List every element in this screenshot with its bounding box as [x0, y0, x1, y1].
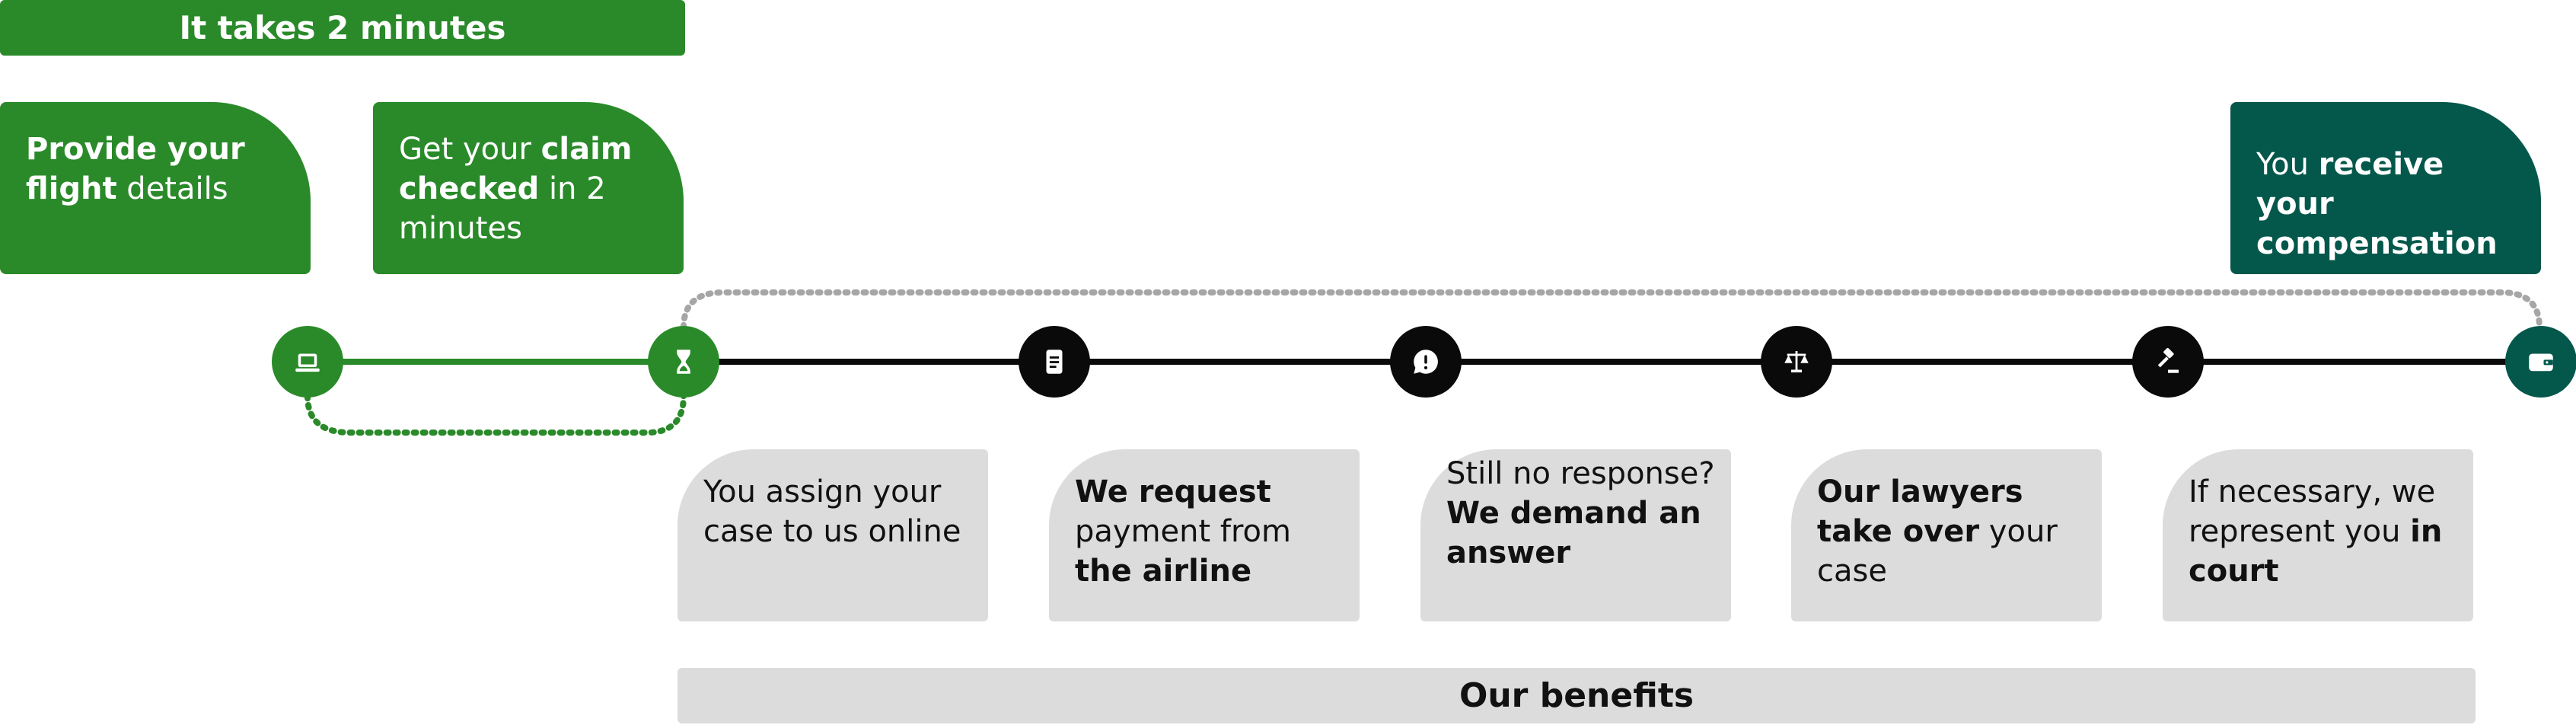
- chat-alert-icon: [1414, 350, 1438, 374]
- callout-text: Get your: [399, 132, 541, 167]
- step-box-court: If necessary, we represent you in court: [2163, 449, 2473, 621]
- box-text: You assign your case to us online: [703, 474, 961, 549]
- node-laptop: [272, 326, 343, 398]
- callout-bold: Provide your flight: [26, 132, 245, 206]
- node-scales: [1761, 326, 1832, 398]
- box-text: Still no response?: [1446, 456, 1715, 491]
- box-bold: the airline: [1075, 554, 1252, 589]
- box-text: payment from: [1075, 514, 1291, 549]
- box-bold: We request: [1075, 474, 1271, 509]
- callout-text: You: [2256, 147, 2319, 182]
- hourglass-icon: [677, 350, 690, 374]
- step-box-demand-answer: Still no response? We demand an answer: [1420, 449, 1731, 621]
- box-bold: Our lawyers take over: [1817, 474, 2023, 549]
- node-gavel: [2132, 326, 2204, 398]
- step-box-request-payment: We request payment from the airline: [1049, 449, 1360, 621]
- callout-bold: receive your compensation: [2256, 147, 2498, 261]
- box-text: If necessary, we represent you: [2189, 474, 2436, 549]
- green-dotted-loop: [304, 393, 687, 436]
- laptop-icon: [295, 353, 320, 372]
- duration-banner: It takes 2 minutes: [0, 0, 685, 56]
- step-callout-compensation: You receive your compensation: [2230, 102, 2541, 274]
- banner-text: It takes 2 minutes: [179, 9, 506, 46]
- document-icon: [1046, 350, 1063, 374]
- node-hourglass: [648, 326, 719, 398]
- node-wallet: [2505, 326, 2576, 398]
- node-chat-alert: [1390, 326, 1462, 398]
- callout-text: in 2 minutes: [399, 171, 606, 246]
- scales-icon: [1784, 351, 1809, 372]
- benefits-label: Our benefits: [1459, 676, 1694, 715]
- callout-bold: claim checked: [399, 132, 633, 206]
- wallet-icon: [2529, 353, 2553, 372]
- grey-dotted-arc: [681, 289, 2543, 331]
- step-callout-flight-details: Provide your flight details: [0, 102, 311, 274]
- box-text: your case: [1817, 514, 2058, 589]
- box-bold: We demand an answer: [1446, 496, 1701, 570]
- box-bold: in court: [2189, 514, 2443, 589]
- step-box-assign-case: You assign your case to us online: [677, 449, 988, 621]
- node-document: [1019, 326, 1090, 398]
- gavel-icon: [2157, 347, 2179, 373]
- step-box-lawyers: Our lawyers take over your case: [1791, 449, 2102, 621]
- callout-text: details: [116, 171, 228, 206]
- benefits-bar: Our benefits: [677, 668, 2476, 723]
- step-callout-claim-checked: Get your claim checked in 2 minutes: [373, 102, 684, 274]
